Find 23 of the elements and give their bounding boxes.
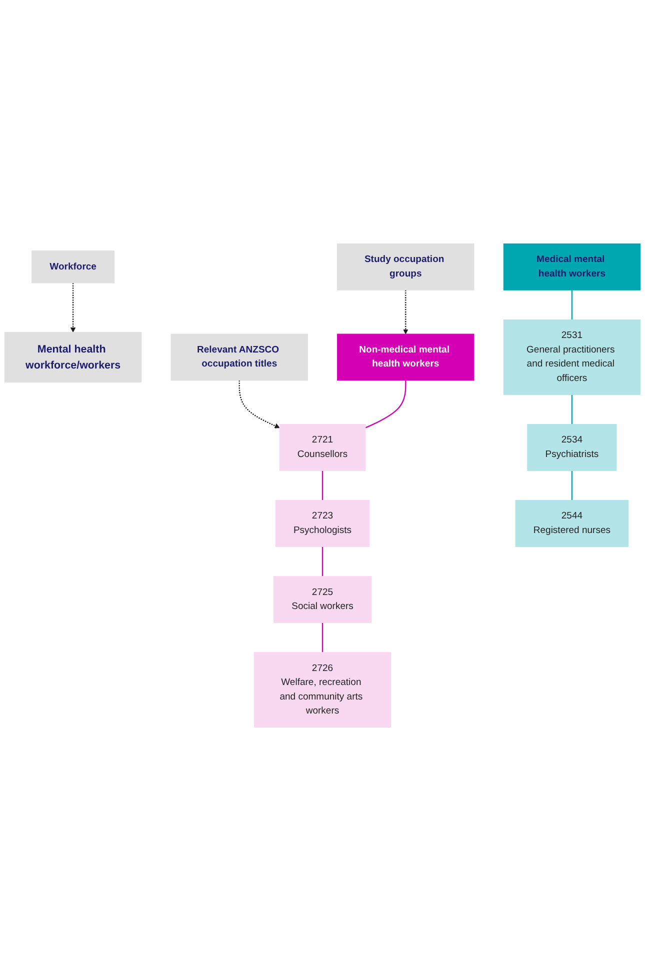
arrow <box>70 282 76 332</box>
node-box: Medical mental health workers <box>503 242 641 290</box>
node-box: Workforce <box>32 250 115 283</box>
node-box: Non-medical mental health workers <box>337 333 474 380</box>
node-box: 2531 General practitioners and resident medical officers <box>503 319 641 394</box>
connector <box>571 470 573 500</box>
connector <box>322 622 324 652</box>
node-box: 2721 Counsellors <box>279 424 366 470</box>
node-box: 2544 Registered nurses <box>515 500 629 546</box>
arrow <box>403 290 408 334</box>
connector <box>322 470 324 500</box>
node-box: 2725 Social workers <box>274 576 372 622</box>
node-box: Study occupation groups <box>337 242 474 290</box>
node-box: 2534 Psychiatrists <box>527 424 617 470</box>
node-box: 2723 Psychologists <box>275 500 370 546</box>
node-box: Mental health workforce/workers <box>4 331 142 382</box>
node-box: 2726 Welfare, recreation and community arts workers <box>254 652 392 728</box>
arrow <box>238 380 280 428</box>
connector <box>322 546 324 576</box>
connector <box>571 394 573 424</box>
connector <box>365 380 406 428</box>
connector <box>571 290 573 320</box>
node-box: Relevant ANZSCO occupation titles <box>170 333 308 380</box>
